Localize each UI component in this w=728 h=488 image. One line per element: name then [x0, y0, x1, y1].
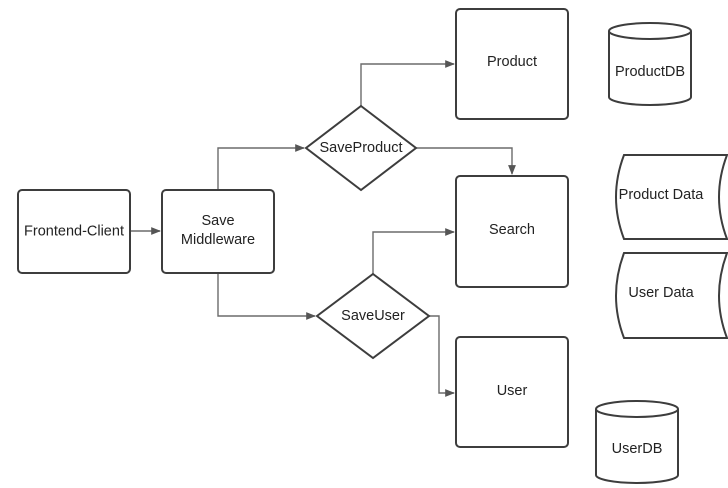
edge-saveproduct-to-product	[360, 60, 455, 106]
frontend-client-label: Frontend-Client	[24, 223, 124, 239]
frontend-client-node: Frontend-Client	[17, 189, 131, 274]
save-middleware-label-line1: Save	[201, 213, 234, 229]
edge-saveuser-to-user	[429, 315, 455, 397]
save-user-label: SaveUser	[341, 308, 405, 324]
save-middleware-node: Save Middleware	[161, 189, 275, 274]
product-data-label: Product Data	[619, 187, 705, 203]
edge-saveproduct-to-search	[416, 147, 516, 175]
edge-middleware-to-saveuser	[217, 273, 316, 320]
product-data-storage: Product Data	[615, 154, 728, 240]
edge-middleware-to-saveproduct	[217, 144, 305, 190]
product-db-cylinder: ProductDB	[608, 22, 692, 106]
connectors	[130, 60, 516, 397]
save-product-label: SaveProduct	[319, 140, 402, 156]
product-node: Product	[455, 8, 569, 120]
user-db-label: UserDB	[612, 441, 663, 457]
user-label: User	[497, 383, 528, 399]
user-node: User	[455, 336, 569, 448]
save-product-decision: SaveProduct	[304, 104, 418, 192]
save-user-decision: SaveUser	[315, 272, 431, 360]
user-db-cylinder: UserDB	[595, 400, 679, 484]
product-db-label: ProductDB	[615, 64, 685, 80]
product-label: Product	[487, 54, 537, 70]
search-node: Search	[455, 175, 569, 288]
save-middleware-label-line2: Middleware	[181, 232, 255, 248]
user-data-label: User Data	[628, 285, 694, 301]
edge-saveuser-to-search	[372, 228, 455, 274]
user-data-storage: User Data	[615, 252, 728, 339]
search-label: Search	[489, 222, 535, 238]
